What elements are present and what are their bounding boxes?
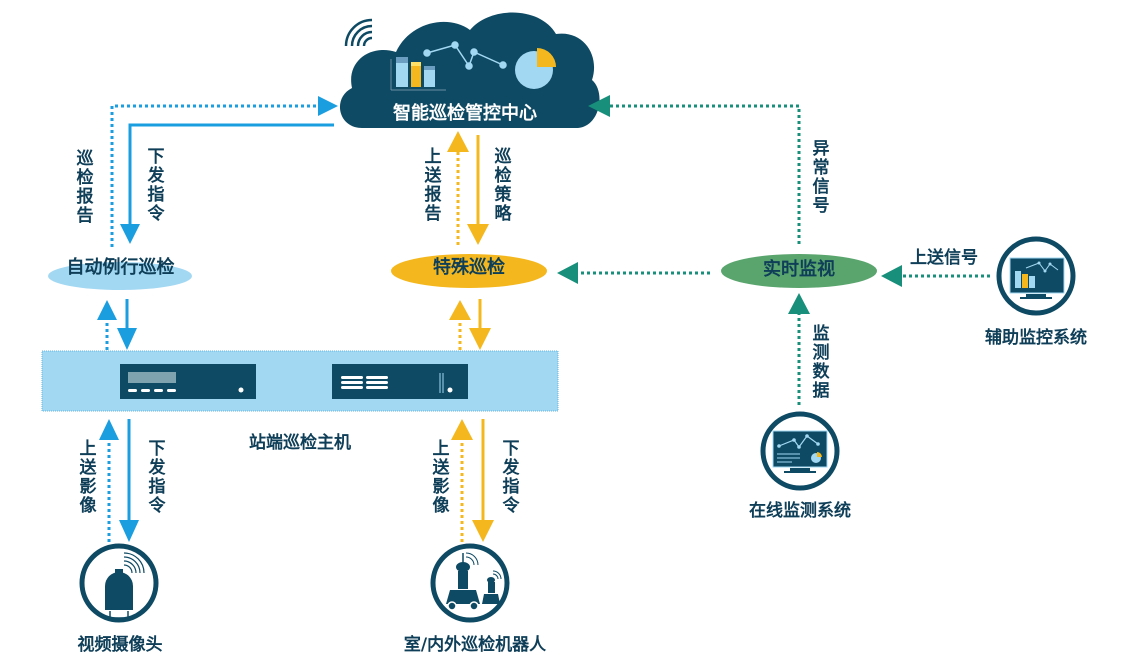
robot-node-label: 室/内外巡检机器人 (403, 635, 547, 655)
edge-routine-report (110, 96, 338, 247)
camera-icon (79, 543, 159, 623)
cloud-node: 智能巡检管控中心 (339, 12, 600, 129)
label-robot-command: 下发指令 (502, 439, 520, 516)
camera-node-label: 视频摄像头 (77, 635, 163, 655)
special-node (391, 254, 547, 288)
edge-realtime-special (557, 262, 710, 284)
edge-special-report (447, 131, 469, 245)
realtime-node-label: 实时监视 (763, 259, 835, 280)
online-monitor-icon (760, 411, 840, 491)
special-node-label: 特殊巡检 (433, 257, 505, 278)
edge-routine-command (120, 123, 334, 244)
label-upload-signal: 上送信号 (910, 248, 978, 268)
aux-node-label: 辅助监控系统 (985, 328, 1087, 348)
label-special-report: 上送报告 (424, 147, 442, 224)
routine-node-label: 自动例行巡检 (66, 257, 175, 278)
edge-special-strategy (467, 135, 489, 245)
edge-camera (99, 419, 139, 542)
label-routine-report: 巡检报告 (76, 149, 94, 226)
label-special-strategy: 巡检策略 (494, 147, 512, 224)
server-unit-2-icon (332, 364, 468, 399)
pie-chart-icon (515, 48, 556, 89)
realtime-node (721, 254, 877, 288)
edge-abnormal-signal (588, 95, 801, 244)
aux-monitor-icon (996, 236, 1076, 316)
label-routine-command: 下发指令 (147, 147, 165, 224)
server-unit-1-icon (120, 364, 256, 399)
bar-chart-icon (390, 57, 446, 91)
edge-routine-host (97, 299, 137, 350)
online-node-label: 在线监测系统 (749, 501, 851, 521)
label-monitor-data: 监测数据 (812, 324, 830, 401)
wifi-icon (344, 18, 373, 47)
label-abnormal-signal: 异常信号 (812, 139, 830, 216)
edge-robot (451, 419, 494, 542)
host-node (41, 350, 559, 412)
label-camera-upload: 上送影像 (79, 439, 97, 516)
edge-monitor-data (788, 293, 810, 405)
line-chart-icon (423, 41, 507, 70)
robot-icon (430, 543, 510, 623)
arrow-head-icon (318, 96, 338, 116)
edge-upload-signal (881, 265, 990, 287)
label-camera-command: 下发指令 (148, 439, 166, 516)
cloud-title: 智能巡检管控中心 (393, 102, 537, 124)
arrow-head-icon (120, 224, 140, 244)
routine-node (48, 262, 192, 290)
label-robot-upload: 上送影像 (432, 439, 450, 516)
edge-special-host (449, 299, 491, 350)
host-node-label: 站端巡检主机 (249, 433, 351, 453)
